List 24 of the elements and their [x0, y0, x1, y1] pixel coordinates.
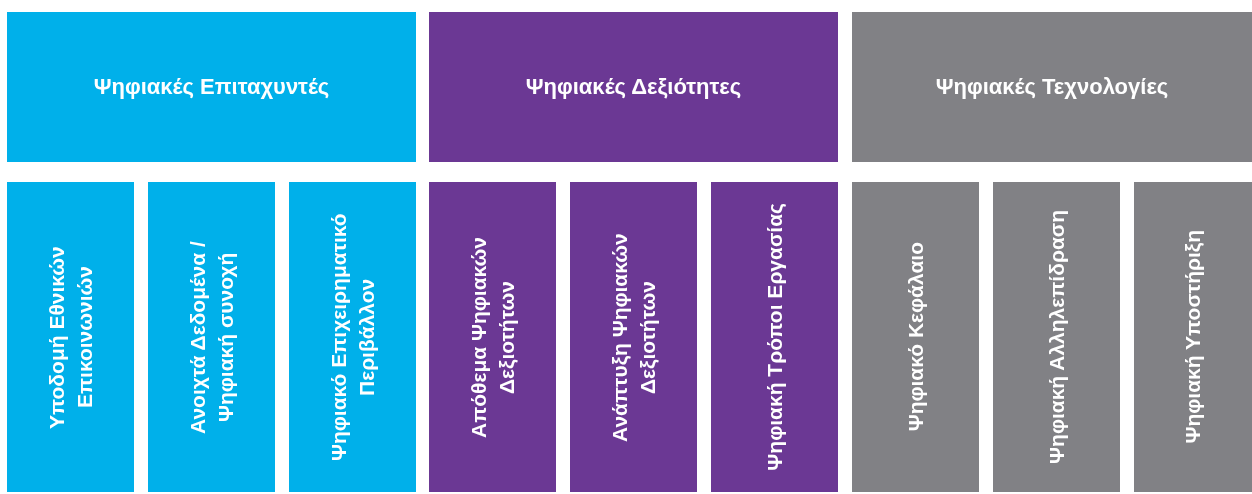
- category-item-box: [7, 182, 134, 492]
- category-item-box: [289, 182, 416, 492]
- category-item-box: [570, 182, 697, 492]
- category-label: Ψηφιακή Τρόποι Εργασίας: [761, 203, 787, 471]
- category-label: Ανάπτυξη Ψηφιακών Δεξιοτήτων: [606, 231, 660, 444]
- category-title: Ψηφιακές Τεχνολογίες: [935, 74, 1169, 100]
- category-item-box: [1134, 182, 1252, 492]
- category-label: Ψηφιακό Επιχειρηματικό Περιβάλλον: [325, 212, 379, 463]
- category-header-box: [852, 12, 1252, 162]
- category-label: Ψηφιακή Υποστήριξη: [1180, 230, 1205, 444]
- category-label: Απόθεμα Ψηφιακών Δεξιοτήτων: [465, 235, 519, 440]
- category-header-box: [429, 12, 838, 162]
- category-item-box: [148, 182, 275, 492]
- category-item-box: [711, 182, 838, 492]
- category-item-box: [852, 182, 979, 492]
- category-label: Ψηφιακή Αλληλεπίδραση: [1043, 210, 1069, 464]
- category-label: Ψηφιακό Κεφάλαιο: [902, 242, 928, 432]
- category-title: Ψηφιακές Επιταχυντές: [93, 74, 330, 100]
- category-item-box: [993, 182, 1120, 492]
- category-item-box: [429, 182, 556, 492]
- category-label: Ανοιχτά Δεδομένα / Ψηφιακή συνοχή: [184, 239, 238, 436]
- category-header-box: [7, 12, 416, 162]
- category-label: Υποδομή Εθνικών Επικοινωνιών: [43, 244, 97, 431]
- category-title: Ψηφιακές Δεξιότητες: [525, 74, 742, 100]
